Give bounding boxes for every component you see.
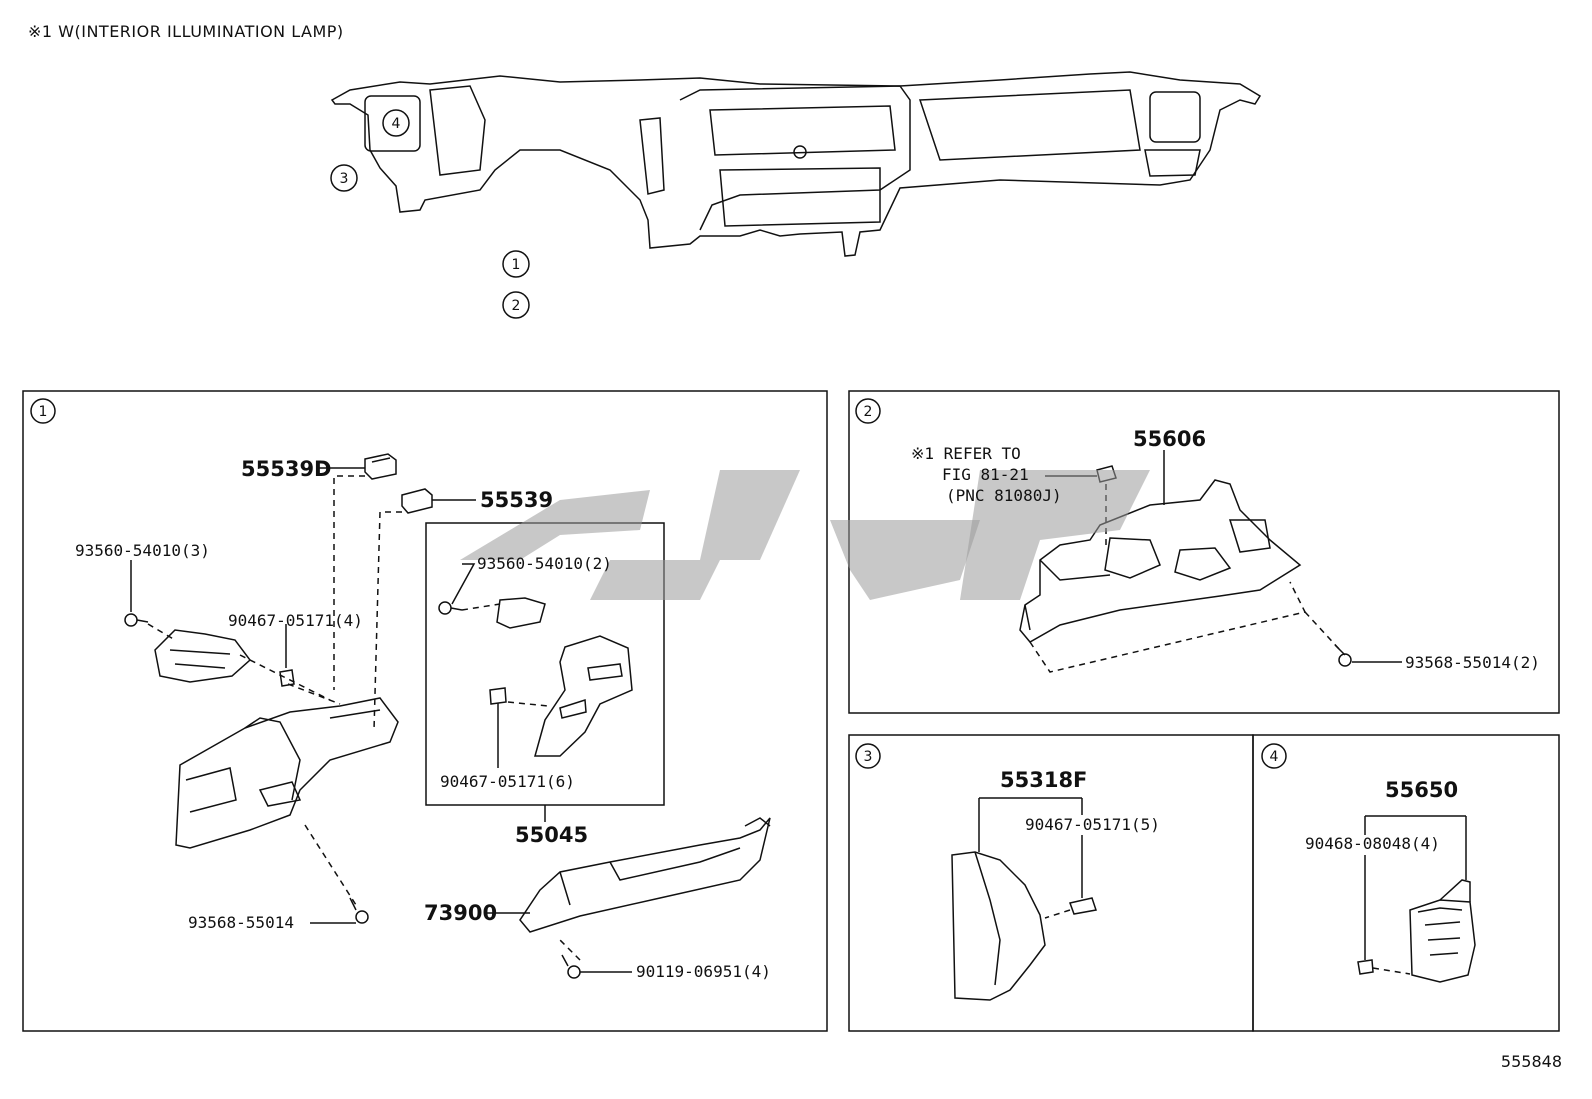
part-glove-box-73900 <box>519 817 771 933</box>
label-fig-81-21: FIG 81-21 <box>942 465 1029 484</box>
part-clip-55045 <box>496 597 546 629</box>
part-55318F-side-panel <box>951 851 1046 1001</box>
label-pnc-81080J: (PNC 81080J) <box>946 486 1062 505</box>
part-cover-55045 <box>534 635 633 757</box>
label-55318F: 55318F <box>1000 768 1087 792</box>
overview-callout-numbers: 4 3 1 2 <box>340 116 521 314</box>
callout-1: 1 <box>512 257 521 273</box>
label-93560-54010-2: 93560-54010(2) <box>477 554 612 573</box>
callout-2: 2 <box>512 298 521 314</box>
label-90467-05171-5: 90467-05171(5) <box>1025 815 1160 834</box>
panel-1-frame <box>22 390 828 1032</box>
callout-3: 3 <box>340 171 349 187</box>
label-90467-05171-4: 90467-05171(4) <box>228 611 363 630</box>
part-clip-55650 <box>1357 959 1374 975</box>
label-93568-55014: 93568-55014 <box>188 913 294 932</box>
part-lower-cover-left <box>175 697 399 849</box>
label-73900: 73900 <box>424 901 497 925</box>
header-note: ※1 W(INTERIOR ILLUMINATION LAMP) <box>28 22 344 41</box>
label-refer-to: ※1 REFER TO <box>911 444 1021 463</box>
part-55650-vent <box>1409 879 1476 983</box>
part-55606-duct <box>1019 479 1302 643</box>
label-55539: 55539 <box>480 488 553 512</box>
label-90467-05171-6: 90467-05171(6) <box>440 772 575 791</box>
label-55606: 55606 <box>1133 427 1206 451</box>
label-55650: 55650 <box>1385 778 1458 802</box>
overview-callouts <box>330 109 530 319</box>
panel-4-number: 4 <box>1270 749 1279 765</box>
label-55045: 55045 <box>515 823 588 847</box>
label-93560-54010-3: 93560-54010(3) <box>75 541 210 560</box>
label-93568-55014-2: 93568-55014(2) <box>1405 653 1540 672</box>
diagram-id: 555848 <box>1500 1052 1562 1071</box>
callout-4: 4 <box>392 116 401 132</box>
watermark-logo <box>460 470 1150 600</box>
instrument-panel-overview <box>330 71 1262 257</box>
part-55539-switch <box>401 488 433 514</box>
panel-2-number: 2 <box>864 404 873 420</box>
panel-1-number: 1 <box>39 404 48 420</box>
label-90468-08048-4: 90468-08048(4) <box>1305 834 1440 853</box>
part-clip-55318F <box>1069 897 1097 915</box>
label-55539D: 55539D <box>241 457 332 481</box>
part-bracket-left <box>154 629 252 683</box>
part-55539D-switch <box>364 453 397 480</box>
panel-3-number: 3 <box>864 749 873 765</box>
label-90119-06951-4: 90119-06951(4) <box>636 962 771 981</box>
panel-4-frame <box>1252 734 1560 1032</box>
